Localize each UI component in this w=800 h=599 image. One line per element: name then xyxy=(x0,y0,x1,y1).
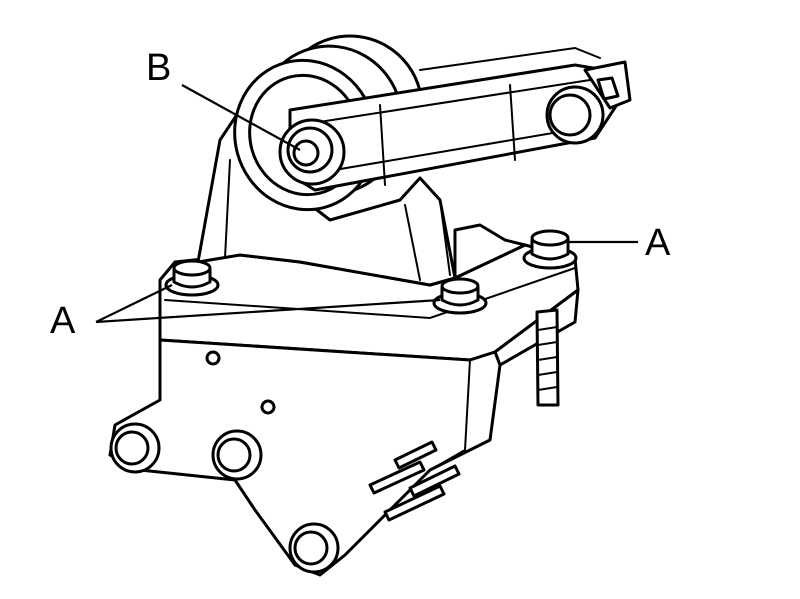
lower-bolt-left xyxy=(109,422,161,474)
threaded-stud xyxy=(535,308,560,407)
strut-arm xyxy=(288,46,632,192)
bolt-b xyxy=(278,118,346,186)
mount-bracket xyxy=(108,243,580,577)
bolt-a-left xyxy=(164,259,220,297)
lower-bolt-middle xyxy=(211,429,263,481)
leader-line-a-left-1 xyxy=(95,284,173,323)
callout-label-a-left: A xyxy=(50,300,76,342)
lower-bolt-bottom xyxy=(288,522,340,574)
callout-label-b: B xyxy=(146,47,171,89)
callout-label-a-right: A xyxy=(645,222,671,264)
leader-line-a-left-2 xyxy=(95,298,441,324)
leader-line-b xyxy=(181,84,301,151)
bolt-a-right xyxy=(522,229,578,270)
bolt-a-center xyxy=(432,277,488,315)
arm-end-bolt xyxy=(545,85,605,145)
